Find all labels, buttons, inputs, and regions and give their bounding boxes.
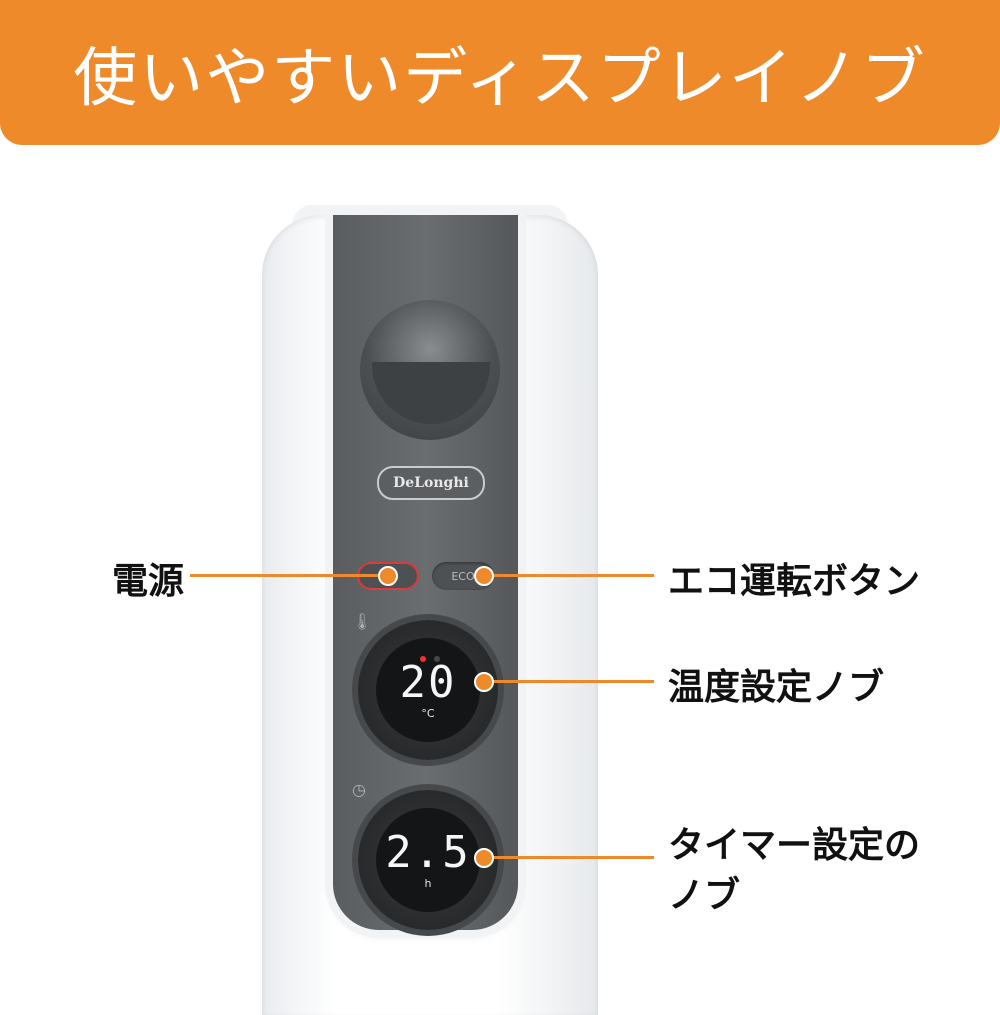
temperature-value: 20 [399,656,457,708]
callout-power: 電源 [112,561,185,602]
status-led [420,656,426,662]
callout-eco: エコ運転ボタン [668,561,921,602]
temperature-display: 20 °C [376,638,480,742]
timer-knob[interactable]: 2.5 h [358,790,498,930]
clock-icon: ◷ [352,780,366,799]
temperature-unit: °C [421,706,435,720]
callout-timer-dot [474,848,494,868]
callout-eco-dot [474,566,494,586]
callout-temperature-knob: 温度設定ノブ [668,667,885,708]
thermometer-icon: 🌡 [352,612,373,631]
brand-logo: DeLonghi [377,466,485,500]
banner-title: 使いやすいディスプレイノブ [73,41,927,116]
callout-temperature-line [490,680,654,683]
callout-temperature-dot [474,672,494,692]
callout-power-line [190,574,386,577]
timer-unit: h [424,876,432,890]
callout-timer-knob-line2: ノブ [668,875,741,916]
callout-timer-knob-line1: タイマー設定の [668,825,921,866]
title-banner: 使いやすいディスプレイノブ [0,0,1000,145]
timer-display: 2.5 h [376,808,480,912]
callout-power-dot [378,566,398,586]
temperature-knob[interactable]: 20 °C [358,620,498,760]
callout-timer-line [490,856,654,859]
callout-eco-line [484,574,654,577]
status-led-off [434,656,440,662]
eco-label: ECO [451,569,475,583]
timer-value: 2.5 [385,826,471,878]
